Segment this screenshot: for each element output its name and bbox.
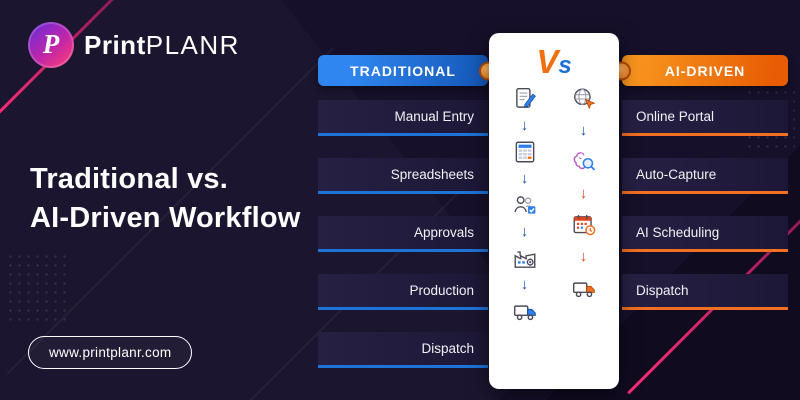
step-label: Dispatch bbox=[421, 341, 474, 356]
down-arrow-icon: ↓ bbox=[520, 276, 529, 293]
online-portal-globe-icon bbox=[573, 88, 595, 110]
traditional-step-row: Spreadsheets bbox=[318, 158, 488, 194]
ai-step-row: AI Scheduling bbox=[622, 216, 788, 252]
down-arrow-icon: ↓ bbox=[520, 117, 529, 134]
down-arrow-icon: ↓ bbox=[579, 122, 588, 139]
page-title-line2: AI-Driven Workflow bbox=[30, 202, 301, 235]
traditional-header-label: TRADITIONAL bbox=[350, 62, 456, 79]
logo-wordmark-light: PLANR bbox=[145, 29, 240, 60]
vs-letter-v: V bbox=[536, 43, 559, 80]
vs-letter-s: s bbox=[558, 52, 572, 79]
workflow-icon-columns: ↓ ↓ bbox=[489, 78, 619, 332]
traditional-header-pill: TRADITIONAL bbox=[318, 55, 498, 86]
down-arrow-icon: ↓ bbox=[579, 185, 588, 202]
step-label: Online Portal bbox=[636, 109, 715, 124]
logo-wordmark: PrintPLANR bbox=[84, 30, 240, 61]
ai-driven-icon-column: ↓ ↓ bbox=[571, 86, 597, 324]
manual-entry-document-icon bbox=[515, 88, 536, 108]
approvals-team-icon bbox=[513, 196, 535, 214]
ai-driven-header-label: AI-DRIVEN bbox=[664, 62, 746, 79]
spreadsheet-icon bbox=[515, 141, 534, 163]
dispatch-truck-icon bbox=[572, 282, 595, 298]
step-label: Dispatch bbox=[636, 283, 689, 298]
traditional-step-row: Approvals bbox=[318, 216, 488, 252]
step-label: Manual Entry bbox=[394, 109, 474, 124]
website-url-pill: www.printplanr.com bbox=[28, 336, 193, 369]
production-factory-icon bbox=[514, 251, 535, 268]
vs-label: Vs bbox=[489, 45, 619, 78]
ai-step-row: Online Portal bbox=[622, 100, 788, 136]
ai-driven-header-pill: AI-DRIVEN bbox=[612, 55, 788, 86]
step-label: Approvals bbox=[413, 225, 474, 240]
logo-letter: P bbox=[42, 28, 60, 59]
traditional-column: TRADITIONAL Manual Entry Spreadsheets Ap… bbox=[318, 55, 498, 368]
traditional-step-row: Dispatch bbox=[318, 332, 488, 368]
down-arrow-icon: ↓ bbox=[579, 248, 588, 265]
ai-step-row: Dispatch bbox=[622, 274, 788, 310]
ai-scheduling-calendar-icon bbox=[573, 215, 595, 236]
traditional-step-row: Production bbox=[318, 274, 488, 310]
dot-grid-pattern bbox=[6, 252, 68, 324]
auto-capture-brain-search-icon bbox=[573, 152, 595, 171]
vs-card: Vs ↓ bbox=[489, 33, 619, 389]
traditional-icon-column: ↓ ↓ bbox=[512, 86, 538, 324]
step-label: Spreadsheets bbox=[390, 167, 474, 182]
ai-step-row: Auto-Capture bbox=[622, 158, 788, 194]
logo-wordmark-bold: Print bbox=[84, 29, 146, 60]
step-label: AI Scheduling bbox=[636, 225, 720, 240]
printplanr-logo: P PrintPLANR bbox=[28, 22, 240, 68]
down-arrow-icon: ↓ bbox=[520, 223, 529, 240]
down-arrow-icon: ↓ bbox=[520, 170, 529, 187]
page-title-line1: Traditional vs. bbox=[30, 163, 228, 195]
printplanr-logo-icon: P bbox=[28, 22, 74, 68]
page-title: Traditional vs. AI-Driven Workflow bbox=[30, 160, 301, 238]
ai-driven-column: AI-DRIVEN Online Portal Auto-Capture AI … bbox=[612, 55, 788, 310]
traditional-step-row: Manual Entry bbox=[318, 100, 488, 136]
dispatch-truck-icon bbox=[513, 305, 536, 321]
step-label: Auto-Capture bbox=[636, 167, 717, 182]
step-label: Production bbox=[409, 283, 474, 298]
